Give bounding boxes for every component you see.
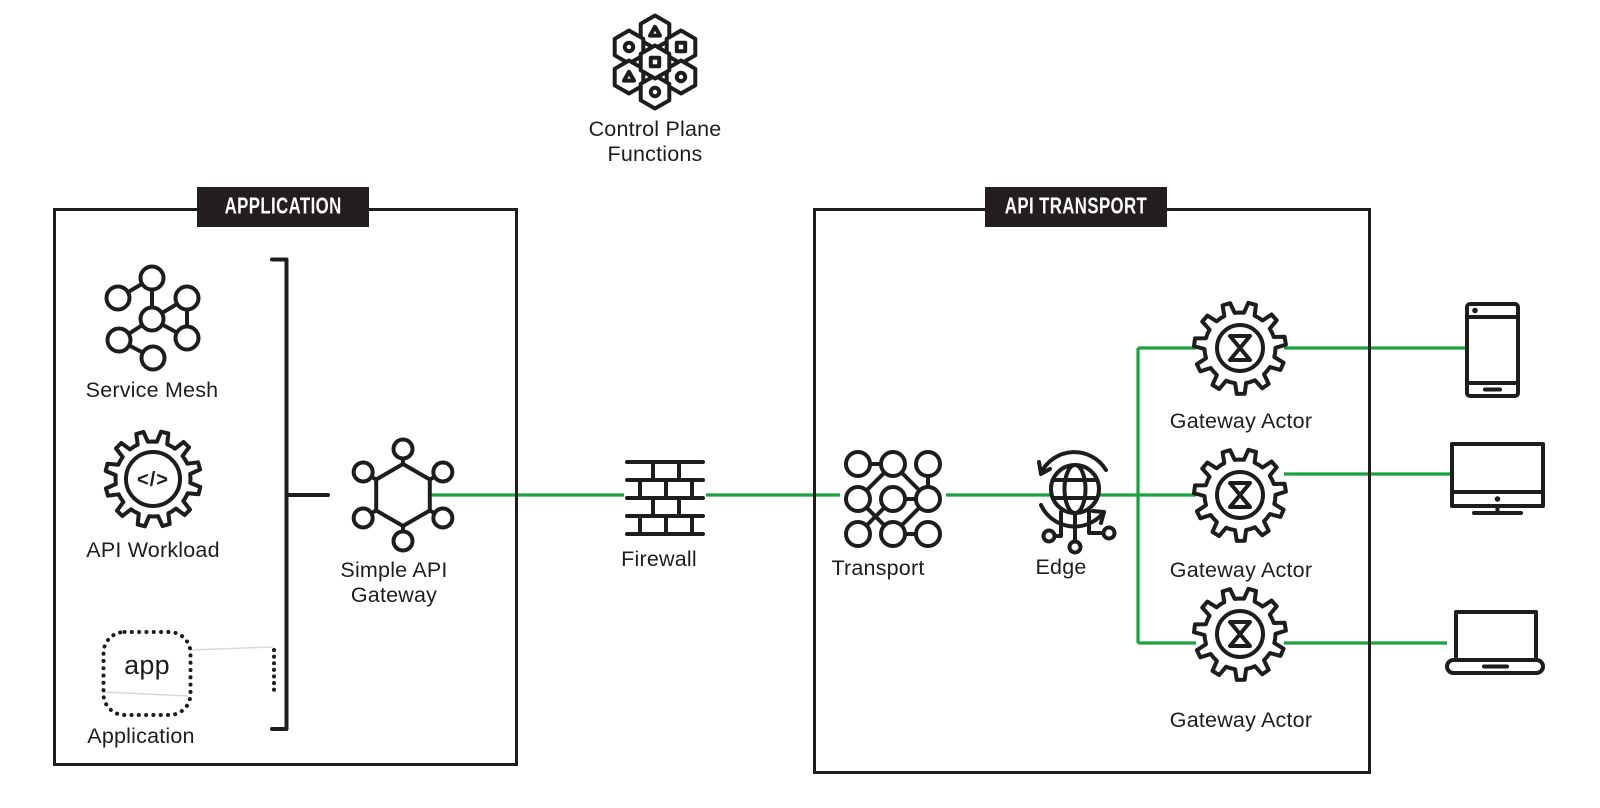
- control-plane-label: Control Plane Functions: [589, 117, 722, 167]
- application-label: Application: [87, 724, 195, 748]
- firewall-label: Firewall: [621, 547, 697, 571]
- gateway-actor-label-1: Gateway Actor: [1169, 409, 1313, 433]
- smartphone-icon: [1465, 302, 1520, 398]
- simple-api-gateway-label-line2: Gateway: [350, 583, 438, 607]
- simple-api-gateway-label: Simple API Gateway: [340, 558, 447, 608]
- service-mesh-icon: [104, 264, 201, 372]
- app-callout-line: [103, 646, 274, 697]
- api-transport-box-header: API TRANSPORT: [985, 187, 1167, 227]
- simple-api-gateway-label-line1: Simple API: [340, 558, 448, 582]
- app-box-text: app: [124, 650, 170, 680]
- gateway-actor-icon-2: [1192, 447, 1288, 543]
- code-glyph: </>: [137, 469, 169, 491]
- application-box-header: APPLICATION: [197, 187, 369, 227]
- laptop-icon: [1445, 610, 1545, 675]
- control-plane-label-line2: Functions: [607, 142, 703, 166]
- gateway-actor-icon-1: [1192, 300, 1288, 396]
- service-mesh-label: Service Mesh: [85, 378, 219, 402]
- simple-api-gateway-icon: [351, 437, 455, 553]
- application-header-label: APPLICATION: [224, 193, 342, 220]
- application-box: [53, 208, 518, 766]
- edge-label: Edge: [1035, 555, 1087, 579]
- api-transport-box: [813, 208, 1371, 774]
- bracket-connector: [270, 257, 330, 731]
- transport-icon: [840, 446, 946, 552]
- gateway-actor-icon-3: [1192, 586, 1288, 682]
- control-plane-icon: [612, 13, 698, 111]
- app-dotted-box-icon: [101, 630, 193, 717]
- monitor-icon: [1450, 442, 1545, 515]
- transport-label: Transport: [831, 556, 925, 580]
- api-workload-icon: [103, 429, 203, 529]
- edge-icon: [1037, 450, 1117, 555]
- control-plane-label-line1: Control Plane: [588, 117, 722, 141]
- api-workload-label: API Workload: [86, 538, 220, 562]
- api-transport-header-label: API TRANSPORT: [1004, 193, 1148, 220]
- firewall-icon: [624, 460, 706, 536]
- gateway-actor-label-3: Gateway Actor: [1169, 708, 1313, 732]
- gateway-actor-label-2: Gateway Actor: [1169, 558, 1313, 582]
